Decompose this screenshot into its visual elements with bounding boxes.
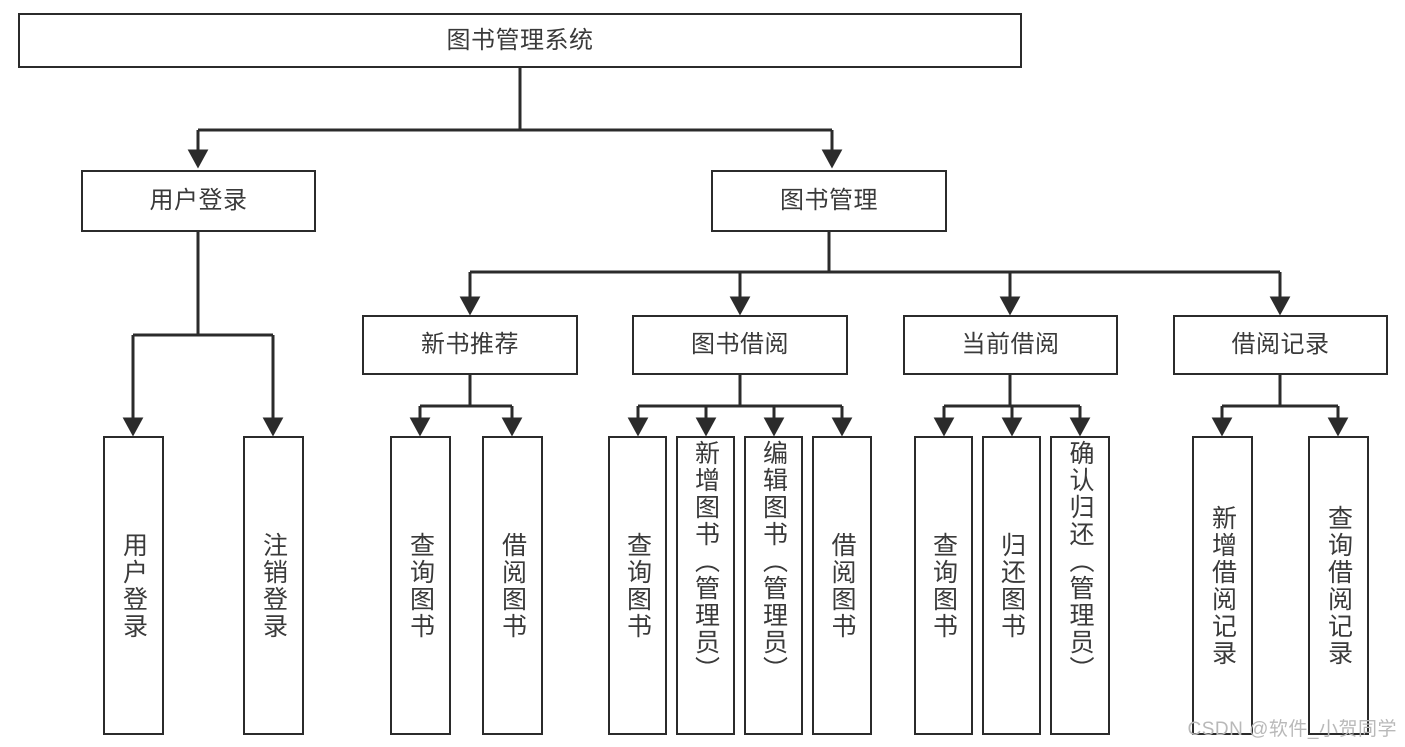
leaf-label: 编辑图书（管理员） (759, 440, 788, 683)
leaf-edit-book-admin[interactable]: 编辑图书（管理员） (744, 436, 803, 735)
leaf-return-book[interactable]: 归还图书 (982, 436, 1041, 735)
leaf-label: 借阅图书 (828, 531, 856, 640)
leaf-user-login[interactable]: 用户登录 (103, 436, 164, 735)
leaf-borrow-book[interactable]: 借阅图书 (812, 436, 872, 735)
leaf-label: 查询图书 (929, 531, 958, 640)
node-label: 当前借阅 (961, 331, 1060, 359)
node-book-borrow[interactable]: 图书借阅 (632, 315, 848, 375)
node-label: 新书推荐 (421, 331, 519, 359)
leaf-label: 注销登录 (259, 531, 288, 640)
leaf-label: 归还图书 (997, 531, 1026, 640)
leaf-label: 新增借阅记录 (1208, 504, 1237, 667)
leaf-add-book-admin[interactable]: 新增图书（管理员） (676, 436, 735, 735)
leaf-query-book[interactable]: 查询图书 (608, 436, 667, 735)
node-label: 图书管理 (780, 187, 878, 215)
node-label: 图书管理系统 (446, 26, 594, 54)
leaf-label: 查询图书 (406, 531, 435, 640)
node-root-system[interactable]: 图书管理系统 (18, 13, 1022, 68)
leaf-add-borrow-record[interactable]: 新增借阅记录 (1192, 436, 1253, 735)
node-book-management[interactable]: 图书管理 (711, 170, 947, 232)
leaf-label: 借阅图书 (498, 531, 527, 640)
leaf-label: 用户登录 (119, 531, 148, 640)
node-new-book-recommend[interactable]: 新书推荐 (362, 315, 578, 375)
leaf-label: 确认归还（管理员） (1066, 440, 1094, 683)
leaf-query-borrow-record[interactable]: 查询借阅记录 (1308, 436, 1369, 735)
leaf-label: 查询借阅记录 (1324, 504, 1353, 667)
node-current-borrow[interactable]: 当前借阅 (903, 315, 1118, 375)
leaf-label: 新增图书（管理员） (691, 440, 720, 683)
leaf-logout[interactable]: 注销登录 (243, 436, 304, 735)
node-user-login[interactable]: 用户登录 (81, 170, 316, 232)
node-borrow-record[interactable]: 借阅记录 (1173, 315, 1388, 375)
node-label: 借阅记录 (1231, 331, 1330, 359)
leaf-borrow-book-recommend[interactable]: 借阅图书 (482, 436, 543, 735)
leaf-query-book-current[interactable]: 查询图书 (914, 436, 973, 735)
leaf-label: 查询图书 (623, 531, 652, 640)
leaf-confirm-return-admin[interactable]: 确认归还（管理员） (1050, 436, 1110, 735)
node-label: 用户登录 (149, 187, 248, 215)
node-label: 图书借阅 (691, 331, 789, 359)
leaf-query-book-recommend[interactable]: 查询图书 (390, 436, 451, 735)
